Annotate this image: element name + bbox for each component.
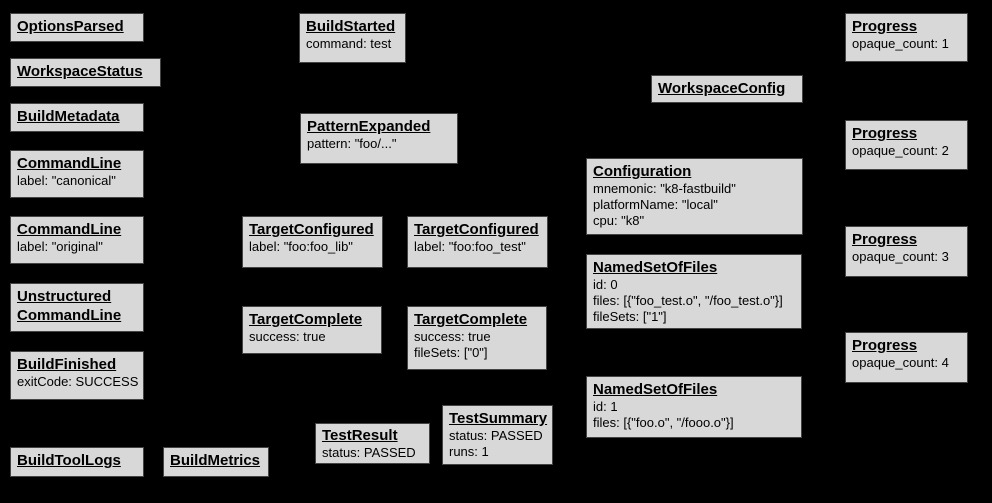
- event-box-build-finished: BuildFinished exitCode: SUCCESS: [10, 351, 144, 400]
- box-title: TargetComplete: [249, 311, 363, 328]
- event-box-progress-3: Progress opaque_count: 3: [845, 226, 968, 277]
- event-box-build-started: BuildStarted command: test: [299, 13, 406, 63]
- box-detail: opaque_count: 1: [852, 36, 949, 51]
- box-title: Progress: [852, 231, 918, 248]
- box-detail: opaque_count: 4: [852, 355, 949, 370]
- box-title: BuildFinished: [17, 356, 117, 373]
- box-title: BuildMetadata: [17, 108, 120, 125]
- box-detail: runs: 1: [449, 444, 489, 459]
- box-title: PatternExpanded: [307, 118, 431, 135]
- box-detail: mnemonic: "k8-fastbuild": [593, 181, 736, 196]
- box-detail: label: "canonical": [17, 173, 116, 188]
- event-box-command-line-canonical: CommandLine label: "canonical": [10, 150, 144, 198]
- box-title: Progress: [852, 125, 918, 142]
- box-detail: label: "foo:foo_test": [414, 239, 526, 254]
- box-title: Progress: [852, 18, 918, 35]
- event-box-progress-2: Progress opaque_count: 2: [845, 120, 968, 170]
- box-title: CommandLine: [17, 155, 122, 172]
- box-title: NamedSetOfFiles: [593, 381, 718, 398]
- box-detail: pattern: "foo/...": [307, 136, 397, 151]
- box-detail: command: test: [306, 36, 392, 51]
- box-detail: files: [{"foo.o", "/fooo.o"}]: [593, 415, 734, 430]
- event-box-build-tool-logs: BuildToolLogs: [10, 447, 144, 477]
- event-box-progress-4: Progress opaque_count: 4: [845, 332, 968, 383]
- event-box-command-line-original: CommandLine label: "original": [10, 216, 144, 264]
- box-detail: platformName: "local": [593, 197, 718, 212]
- event-box-progress-1: Progress opaque_count: 1: [845, 13, 968, 62]
- box-title: OptionsParsed: [17, 18, 124, 35]
- box-detail: opaque_count: 2: [852, 143, 949, 158]
- box-title: TestSummary: [449, 410, 548, 427]
- event-box-pattern-expanded: PatternExpanded pattern: "foo/...": [300, 113, 458, 164]
- box-title: Configuration: [593, 163, 692, 180]
- box-title: WorkspaceStatus: [17, 63, 143, 80]
- box-detail: fileSets: ["1"]: [593, 309, 667, 324]
- event-box-target-configured-foo-lib: TargetConfigured label: "foo:foo_lib": [242, 216, 383, 268]
- box-detail: exitCode: SUCCESS: [17, 374, 139, 389]
- box-detail: opaque_count: 3: [852, 249, 949, 264]
- box-detail: cpu: "k8": [593, 213, 645, 228]
- box-title: NamedSetOfFiles: [593, 259, 718, 276]
- box-title: TargetComplete: [414, 311, 528, 328]
- box-title: WorkspaceConfig: [658, 80, 786, 97]
- box-title: BuildStarted: [306, 18, 396, 35]
- event-box-options-parsed: OptionsParsed: [10, 13, 144, 42]
- event-box-build-metrics: BuildMetrics: [163, 447, 269, 477]
- box-title: BuildToolLogs: [17, 452, 121, 469]
- box-title: BuildMetrics: [170, 452, 261, 469]
- box-detail: status: PASSED: [322, 445, 416, 460]
- event-box-test-result: TestResult status: PASSED: [315, 423, 430, 464]
- box-detail: id: 1: [593, 399, 618, 414]
- box-detail: success: true: [249, 329, 326, 344]
- event-box-target-complete-foo-test: TargetComplete success: true fileSets: […: [407, 306, 547, 370]
- event-box-named-set-of-files-1: NamedSetOfFiles id: 1 files: [{"foo.o", …: [586, 376, 802, 438]
- box-detail: id: 0: [593, 277, 618, 292]
- event-box-named-set-of-files-0: NamedSetOfFiles id: 0 files: [{"foo_test…: [586, 254, 802, 329]
- event-box-build-metadata: BuildMetadata: [10, 103, 144, 132]
- box-title: CommandLine: [17, 221, 122, 238]
- box-detail: files: [{"foo_test.o", "/foo_test.o"}]: [593, 293, 783, 308]
- event-box-target-configured-foo-test: TargetConfigured label: "foo:foo_test": [407, 216, 548, 268]
- event-box-workspace-status: WorkspaceStatus: [10, 58, 161, 87]
- event-box-configuration: Configuration mnemonic: "k8-fastbuild" p…: [586, 158, 803, 235]
- event-box-unstructured-command-line: Unstructured CommandLine: [10, 283, 144, 332]
- box-detail: fileSets: ["0"]: [414, 345, 488, 360]
- box-title: TestResult: [322, 427, 398, 444]
- box-title: Progress: [852, 337, 918, 354]
- box-detail: success: true: [414, 329, 491, 344]
- event-box-target-complete-foo-lib: TargetComplete success: true: [242, 306, 382, 354]
- box-detail: status: PASSED: [449, 428, 543, 443]
- box-title: Unstructured CommandLine: [17, 288, 122, 324]
- box-title: TargetConfigured: [414, 221, 539, 238]
- box-detail: label: "original": [17, 239, 103, 254]
- event-box-workspace-config: WorkspaceConfig: [651, 75, 803, 103]
- event-box-test-summary: TestSummary status: PASSED runs: 1: [442, 405, 553, 465]
- box-title: TargetConfigured: [249, 221, 374, 238]
- box-detail: label: "foo:foo_lib": [249, 239, 353, 254]
